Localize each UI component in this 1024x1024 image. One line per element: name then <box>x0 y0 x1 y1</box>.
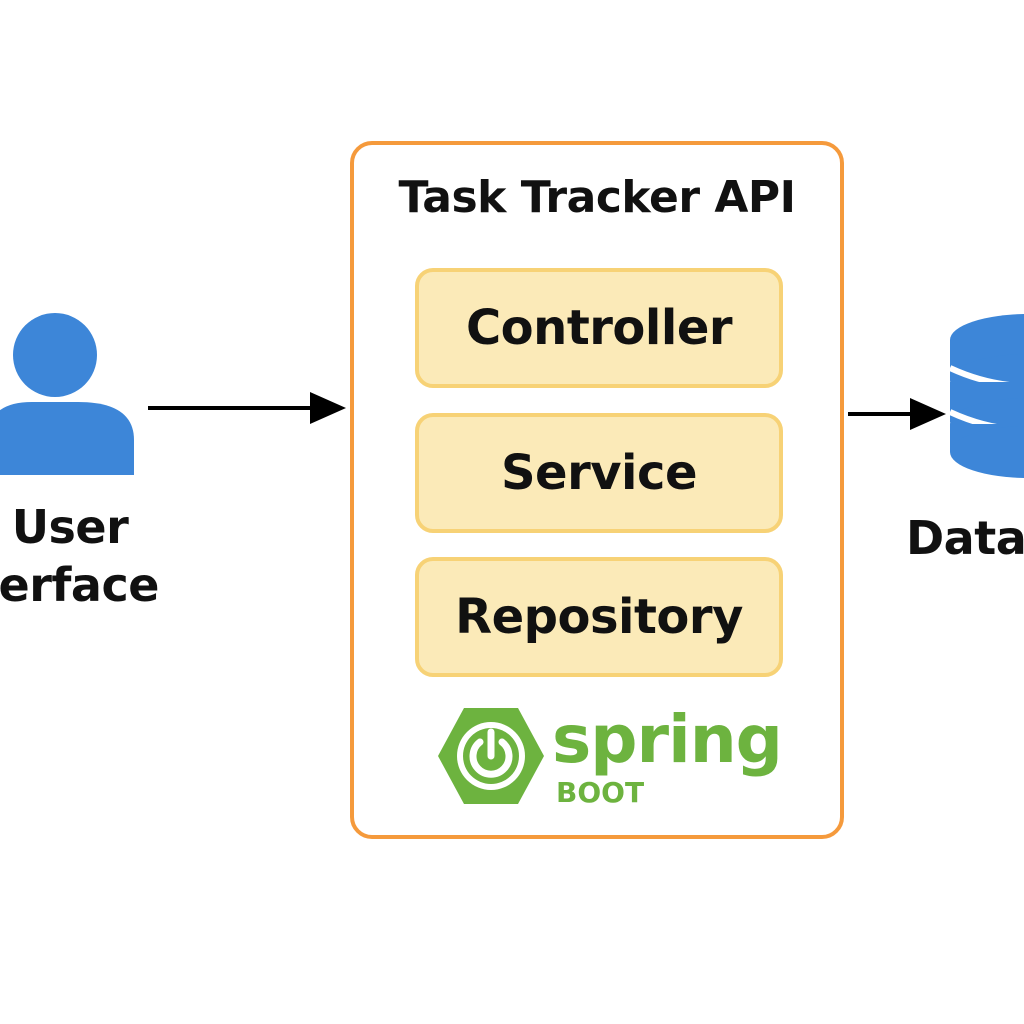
user-interface-label: User terface <box>0 498 180 614</box>
user-label-line2: terface <box>0 558 159 612</box>
power-icon <box>438 708 544 804</box>
user-icon <box>0 313 134 475</box>
arrow-user-to-api <box>148 392 346 424</box>
database-label: Data <box>906 511 1024 565</box>
layer-controller: Controller <box>415 268 783 388</box>
database-icon <box>948 314 1024 478</box>
spring-logo-text: spring <box>552 701 783 778</box>
layer-service: Service <box>415 413 783 533</box>
layer-repository: Repository <box>415 557 783 677</box>
user-label-line1: User <box>11 500 129 554</box>
spring-boot-text: BOOT <box>556 776 645 809</box>
arrow-api-to-database <box>848 398 946 430</box>
api-title: Task Tracker API <box>398 172 796 223</box>
